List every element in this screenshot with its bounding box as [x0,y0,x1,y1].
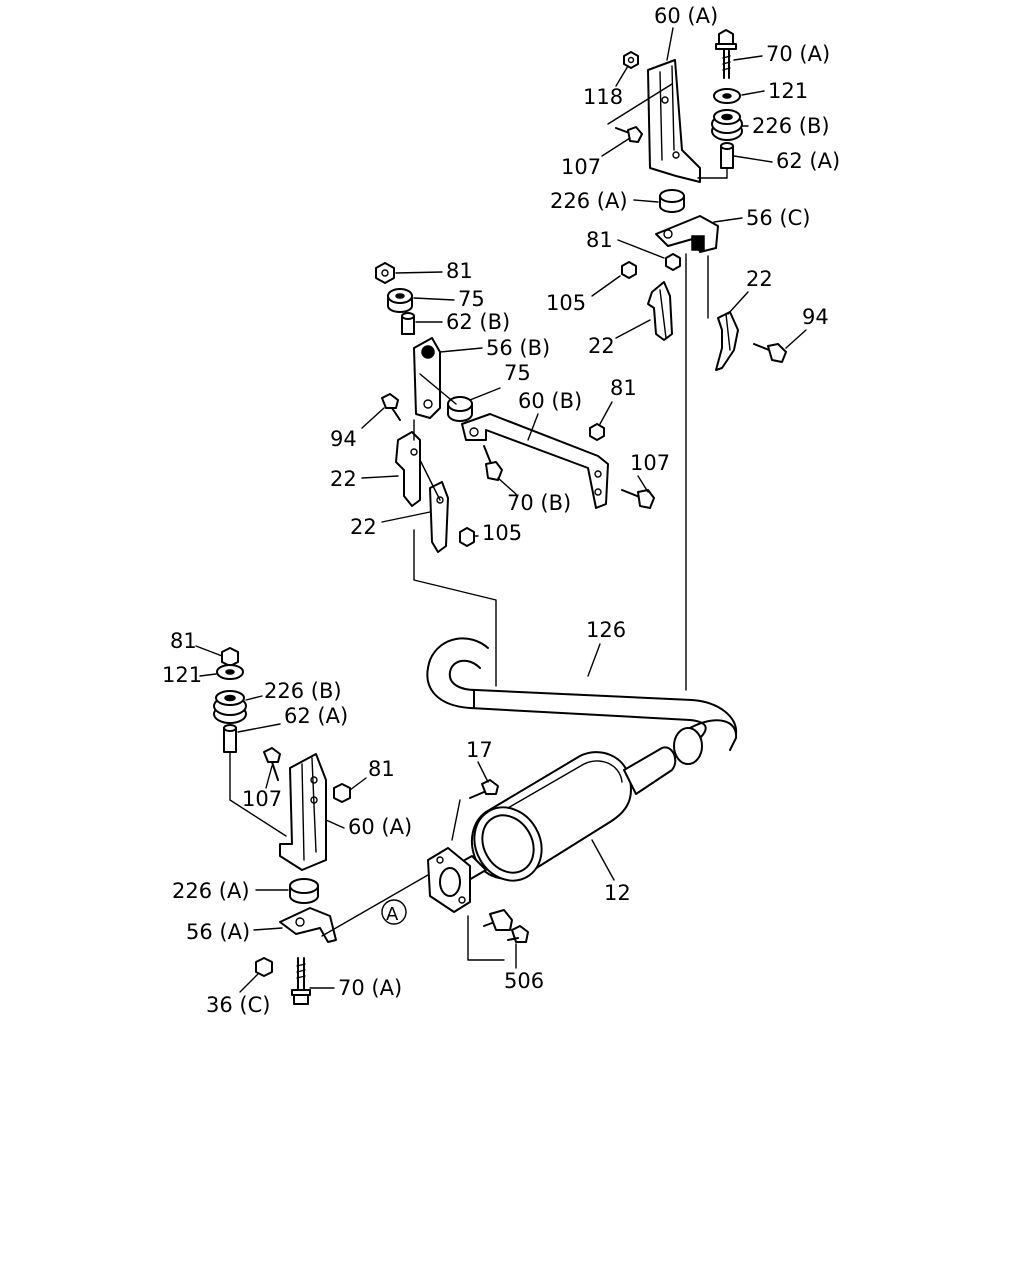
label-56c: 56 (C) [746,206,810,230]
svg-text:A: A [386,904,399,925]
nut-118 [623,51,639,69]
rubber-226b-lower [213,690,247,724]
bracket-56c [655,215,719,253]
label-56b: 56 (B) [486,336,550,360]
collar-62a-top [720,142,734,169]
label-107-lower: 107 [242,787,282,811]
bracket-60b [461,413,609,509]
bushing-75-b [447,396,473,422]
clamp-22-left-1 [395,431,421,507]
label-60a-lower: 60 (A) [348,815,412,839]
bolt-107-lower [263,747,281,781]
upper-left-hanger-assembly [375,262,655,687]
label-56a: 56 (A) [186,920,250,944]
bushing-75-a [387,288,413,313]
label-118: 118 [583,85,623,109]
label-81-lower: 81 [170,629,197,653]
nut-105-top [621,261,637,279]
label-75-a: 75 [458,287,485,311]
label-62a-top: 62 (A) [776,149,840,173]
label-12: 12 [604,881,631,905]
collar-62b [401,312,415,335]
clamp-22-left-2 [429,481,449,553]
label-107-mid: 107 [630,451,670,475]
label-22-mid: 22 [588,334,615,358]
rubber-mount-226b-top [711,109,743,141]
label-60a-top: 60 (A) [654,4,718,28]
label-226a-top: 226 (A) [550,189,628,213]
rubber-226a-lower [289,878,319,904]
bolt-94-right [753,343,787,363]
label-94-right: 94 [802,305,829,329]
label-22-left-1: 22 [330,467,357,491]
nut-36c [255,957,273,977]
bracket-56a [279,907,337,943]
clamp-22-mid [647,281,673,341]
lower-left-hanger-assembly [213,647,455,1005]
label-22-left-2: 22 [350,515,377,539]
flange-gasket [427,847,471,913]
label-94-left: 94 [330,427,357,451]
label-70a-top: 70 (A) [766,42,830,66]
bolt-107-mid [621,489,655,509]
nut-81-left [375,262,395,284]
label-17: 17 [466,738,493,762]
label-226b-lower: 226 (B) [264,679,342,703]
label-105-mid: 105 [482,521,522,545]
label-70a-lower: 70 (A) [338,976,402,1000]
upper-right-hanger-assembly [607,29,787,691]
bolt-94-left [381,393,401,421]
bracket-56b [413,337,441,419]
label-62b: 62 (B) [446,310,510,334]
clamp-22-right [715,311,739,371]
bolt-70a-lower [291,957,311,1005]
label-121-top: 121 [768,79,808,103]
label-36c: 36 (C) [206,993,270,1017]
bolt-17 [469,779,499,799]
bolt-70a-top [715,29,737,79]
bolt-506 [483,909,529,943]
collar-62a-lower [223,724,237,753]
nut-81-lower [221,647,239,667]
label-506: 506 [504,969,544,993]
label-22-right: 22 [746,267,773,291]
label-226a-lower: 226 (A) [172,879,250,903]
label-70b: 70 (B) [507,491,571,515]
hanger-bracket-60a-lower [279,753,327,871]
nut-81-top [665,253,681,271]
label-81-left: 81 [446,259,473,283]
nut-105-mid [459,527,475,547]
part-labels: 60 (A) 70 (A) 118 121 226 (B) 107 62 (A)… [162,4,840,1017]
label-81-lower-2: 81 [368,757,395,781]
exhaust-pipe-126 [426,637,738,765]
rubber-226a-top [659,189,685,213]
label-81-mid: 81 [610,376,637,400]
label-107-top: 107 [561,155,601,179]
nut-81-mid [589,423,605,441]
bolt-107-top [615,126,643,143]
callout-a: A [381,899,407,925]
label-105-top: 105 [546,291,586,315]
label-226b-top: 226 (B) [752,114,830,138]
nut-81-lower-2 [333,783,351,803]
bolt-70b [483,445,503,481]
label-60b: 60 (B) [518,389,582,413]
label-62a-lower: 62 (A) [284,704,348,728]
label-81-top: 81 [586,228,613,252]
label-121-lower: 121 [162,663,202,687]
label-75-b: 75 [504,361,531,385]
muffler-12 [427,746,677,961]
label-126: 126 [586,618,626,642]
